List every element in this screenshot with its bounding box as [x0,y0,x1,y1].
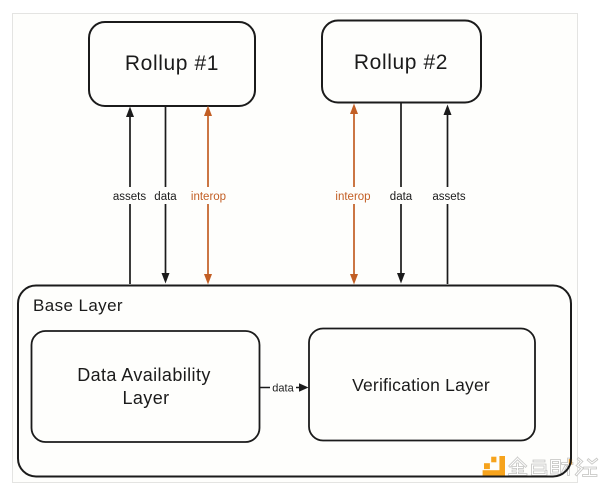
svg-text:Base Layer: Base Layer [33,296,123,315]
svg-text:assets: assets [432,191,465,203]
svg-text:Rollup #2: Rollup #2 [354,51,448,74]
svg-text:Data Availability: Data Availability [77,365,211,385]
svg-text:Rollup #1: Rollup #1 [125,52,219,75]
svg-text:data: data [272,383,294,395]
svg-text:interop: interop [191,191,226,203]
svg-text:Layer: Layer [122,388,169,408]
svg-text:assets: assets [113,191,146,203]
svg-text:interop: interop [335,191,370,203]
svg-text:Verification Layer: Verification Layer [352,375,490,395]
svg-text:data: data [390,191,413,203]
svg-text:data: data [154,191,177,203]
